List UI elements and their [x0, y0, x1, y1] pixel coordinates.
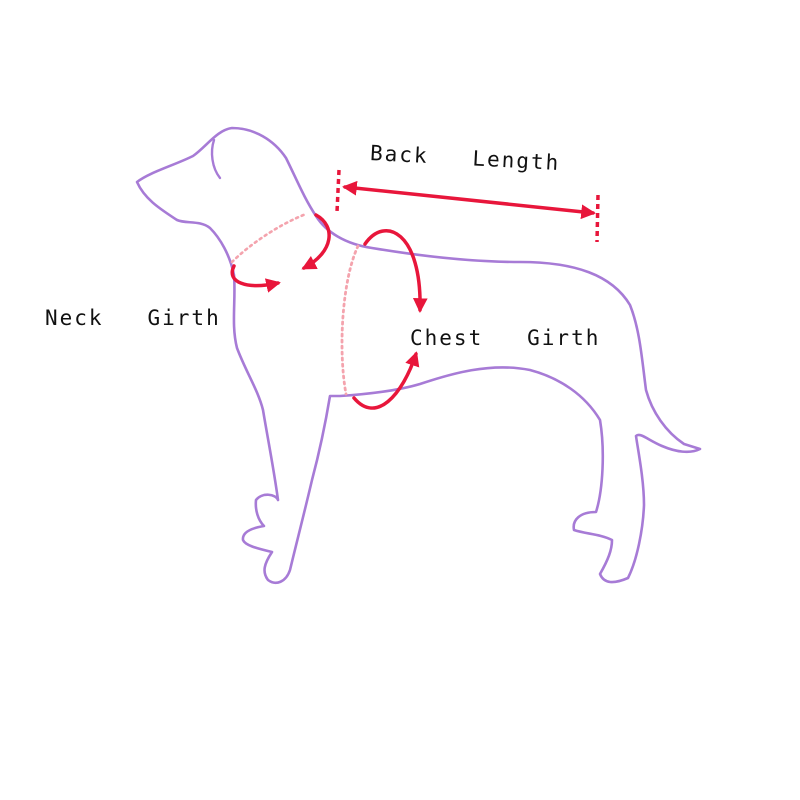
neck-girth-arrow-lower — [230, 264, 281, 293]
back-length-end-mark — [595, 194, 600, 243]
dog-ear — [210, 138, 222, 180]
neck-girth-arrow-upper — [301, 213, 331, 270]
chest-girth-guide — [340, 244, 360, 396]
back-length-start-mark — [335, 169, 341, 213]
chest-girth-arrow-upper — [363, 228, 428, 313]
neck-girth-guide — [230, 212, 308, 264]
chest-girth-arrow-lower — [352, 351, 420, 410]
back-length-arrow — [342, 180, 596, 220]
chest-girth-label: Chest Girth — [410, 326, 601, 350]
neck-girth-label: Neck Girth — [45, 306, 221, 330]
dog-outline — [135, 126, 702, 584]
